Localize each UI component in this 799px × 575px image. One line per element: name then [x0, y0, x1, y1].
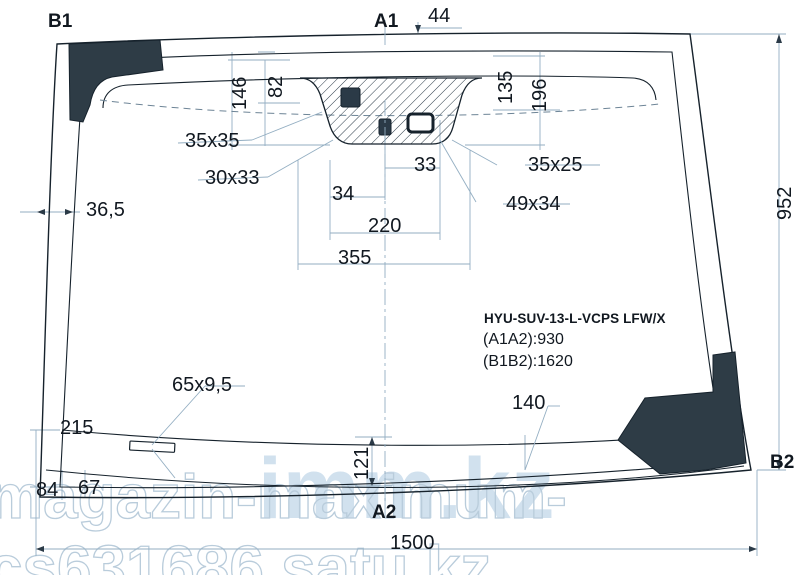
dimension-overall-width: 1500: [390, 532, 435, 554]
b1b2-length-label: (B1B2):1620: [483, 353, 573, 370]
dimension-44: 44: [428, 5, 451, 27]
shade-band-dashed-line: [99, 99, 661, 117]
dimension-67: 67: [78, 477, 101, 499]
dimension-36-5: 36,5: [86, 199, 125, 221]
dimension-140: 140: [512, 392, 546, 414]
sensor-opening-49x34: [406, 112, 435, 134]
callout-49x34: 49x34: [506, 193, 561, 215]
a1a2-length-label: (A1A2):930: [483, 331, 564, 348]
dimension-overall-height: 952: [774, 186, 796, 220]
dimension-220: 220: [368, 215, 402, 237]
dimension-82: 82: [265, 75, 287, 98]
bracket-65x9-5: [128, 440, 176, 453]
dimension-33: 33: [414, 154, 437, 176]
callout-30x33: 30x33: [205, 167, 260, 189]
dimension-lines: [20, 22, 786, 556]
callout-35x35: 35x35: [185, 130, 240, 152]
callout-35x25: 35x25: [528, 154, 583, 176]
corner-marker-a2: A2: [372, 502, 397, 523]
corner-patch-b2: [617, 351, 747, 475]
leader-lines: [151, 20, 600, 505]
corner-marker-b2: B2: [770, 452, 795, 473]
part-number-label: HYU-SUV-13-L-VCPS LFW/X: [484, 311, 666, 326]
dimension-355: 355: [338, 247, 372, 269]
sensor-opening-35x35: [340, 87, 361, 108]
dimension-146: 146: [229, 76, 251, 110]
callout-65x9-5: 65x9,5: [172, 374, 233, 396]
corner-patch-b1: [68, 39, 164, 123]
dimension-121: 121: [351, 446, 373, 480]
dimension-196: 196: [529, 78, 551, 112]
dimension-34: 34: [332, 183, 355, 205]
corner-marker-b1: B1: [48, 11, 73, 32]
dimension-215: 215: [60, 417, 94, 439]
dimension-135: 135: [495, 70, 517, 104]
dimension-84: 84: [36, 479, 59, 501]
corner-marker-a1: A1: [374, 11, 399, 32]
dimension-arrows: [36, 25, 782, 552]
